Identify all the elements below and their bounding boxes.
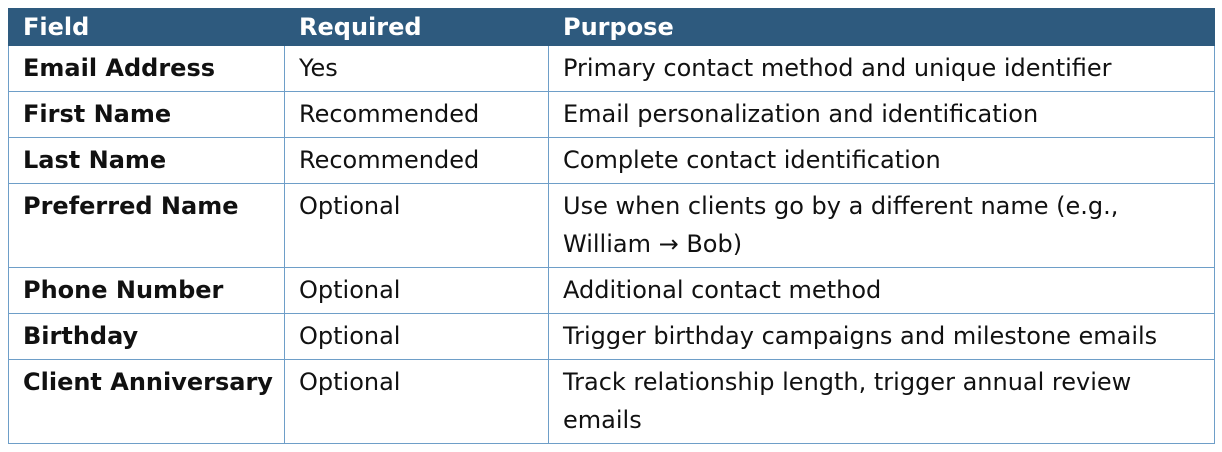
table-row: First Name Recommended Email personaliza… [8,91,1215,138]
table-row: Preferred Name Optional Use when clients… [8,183,1215,268]
header-purpose: Purpose [548,8,1215,46]
required-cell: Optional [284,267,549,314]
table-row: Birthday Optional Trigger birthday campa… [8,313,1215,360]
field-cell: Email Address [8,45,285,92]
table-row: Client Anniversary Optional Track relati… [8,359,1215,444]
table-header-row: Field Required Purpose [8,8,1215,46]
table-row: Email Address Yes Primary contact method… [8,45,1215,92]
field-cell: First Name [8,91,285,138]
purpose-cell: Additional contact method [548,267,1215,314]
required-cell: Optional [284,359,549,444]
purpose-cell: Email personalization and identification [548,91,1215,138]
field-cell: Birthday [8,313,285,360]
purpose-cell: Primary contact method and unique identi… [548,45,1215,92]
purpose-cell: Track relationship length, trigger annua… [548,359,1215,444]
required-cell: Optional [284,183,549,268]
header-required: Required [284,8,549,46]
field-cell: Client Anniversary [8,359,285,444]
purpose-cell: Complete contact identification [548,137,1215,184]
purpose-cell: Trigger birthday campaigns and milestone… [548,313,1215,360]
required-cell: Recommended [284,137,549,184]
field-cell: Phone Number [8,267,285,314]
table-row: Phone Number Optional Additional contact… [8,267,1215,314]
fields-table: Field Required Purpose Email Address Yes… [8,8,1215,444]
required-cell: Recommended [284,91,549,138]
required-cell: Yes [284,45,549,92]
field-cell: Preferred Name [8,183,285,268]
required-cell: Optional [284,313,549,360]
table-row: Last Name Recommended Complete contact i… [8,137,1215,184]
header-field: Field [8,8,285,46]
field-cell: Last Name [8,137,285,184]
purpose-cell: Use when clients go by a different name … [548,183,1215,268]
